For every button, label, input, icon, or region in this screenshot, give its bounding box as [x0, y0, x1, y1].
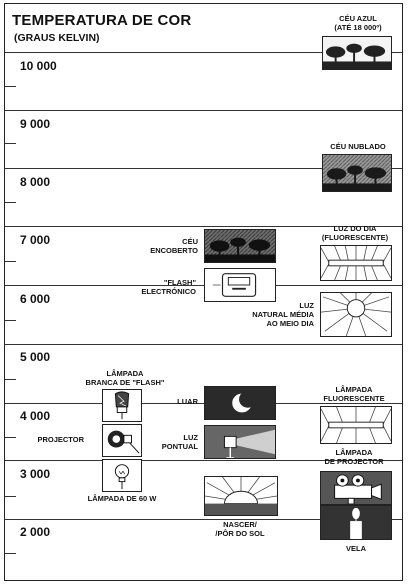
lampada-60w-image: [102, 459, 142, 492]
scale-tick: [5, 202, 16, 203]
label-flash-electronico: "FLASH" ELECTRÓNICO: [141, 278, 196, 296]
flash-electronico-image: [204, 268, 276, 302]
diagram-title: TEMPERATURA DE COR: [12, 12, 192, 29]
scale-tick: [5, 261, 16, 262]
scale-tick: [5, 496, 16, 497]
scale-label-3000: 3 000: [20, 467, 51, 481]
label-lampada-fluorescente: LÂMPADA FLUORESCENTE: [323, 385, 385, 403]
label-luar: LUAR: [177, 397, 198, 406]
scale-label-7000: 7 000: [20, 233, 51, 247]
scale-label-8000: 8 000: [20, 175, 51, 189]
lampada-projector-image: [320, 471, 392, 505]
scale-tick: [5, 553, 16, 554]
scale-line: [5, 52, 402, 53]
label-lampada-projector: LÂMPADA DE PROJECTOR: [324, 448, 384, 466]
label-ceu-azul: CÉU AZUL (ATÉ 18 000º): [334, 14, 382, 32]
scale-label-2000: 2 000: [20, 525, 51, 539]
scale-label-4000: 4 000: [20, 409, 51, 423]
label-projector: PROJECTOR: [37, 435, 84, 444]
luar-image: [204, 386, 276, 420]
luz-natural-image: [320, 292, 392, 337]
luz-pontual-image: [204, 425, 276, 459]
label-ceu-nublado: CÉU NUBLADO: [330, 142, 386, 151]
ceu-nublado-image: [322, 154, 392, 192]
scale-label-10000: 10 000: [20, 59, 57, 73]
scale-label-9000: 9 000: [20, 117, 51, 131]
scale-line: [5, 226, 402, 227]
scale-label-5000: 5 000: [20, 350, 51, 364]
scale-tick: [5, 143, 16, 144]
lampada-flash-image: [102, 389, 142, 422]
label-luz-pontual: LUZ PONTUAL: [161, 433, 198, 451]
scale-tick: [5, 379, 16, 380]
label-luz-natural: LUZ NATURAL MÉDIA AO MEIO DIA: [252, 301, 314, 328]
projector-image: [102, 424, 142, 457]
scale-tick: [5, 320, 16, 321]
vela-image: [320, 505, 392, 540]
label-lampada-flash: LÂMPADA BRANCA DE "FLASH": [85, 369, 165, 387]
label-ceu-encoberto: CÉU ENCOBERTO: [150, 237, 198, 255]
luz-do-dia-image: [320, 245, 392, 281]
ceu-azul-image: [322, 36, 392, 70]
lampada-fluorescente-image: [320, 406, 392, 444]
scale-line: [5, 460, 402, 461]
diagram-frame: [4, 3, 403, 581]
scale-line: [5, 344, 402, 345]
label-luz-do-dia: LUZ DO DIA (FLUORESCENTE): [321, 224, 389, 242]
ceu-encoberto-image: [204, 229, 276, 263]
scale-tick: [5, 437, 16, 438]
scale-line: [5, 168, 402, 169]
scale-line: [5, 519, 402, 520]
label-vela: VELA: [345, 544, 366, 553]
scale-tick: [5, 86, 16, 87]
label-nascer-por-do-sol: NASCER/ /PÔR DO SOL: [215, 520, 265, 538]
scale-label-6000: 6 000: [20, 292, 51, 306]
label-lampada-60w: LÂMPADA DE 60 W: [87, 494, 157, 503]
scale-line: [5, 285, 402, 286]
scale-line: [5, 403, 402, 404]
nascer-por-do-sol-image: [204, 476, 278, 516]
scale-line: [5, 110, 402, 111]
diagram-subtitle: (GRAUS KELVIN): [14, 32, 100, 44]
